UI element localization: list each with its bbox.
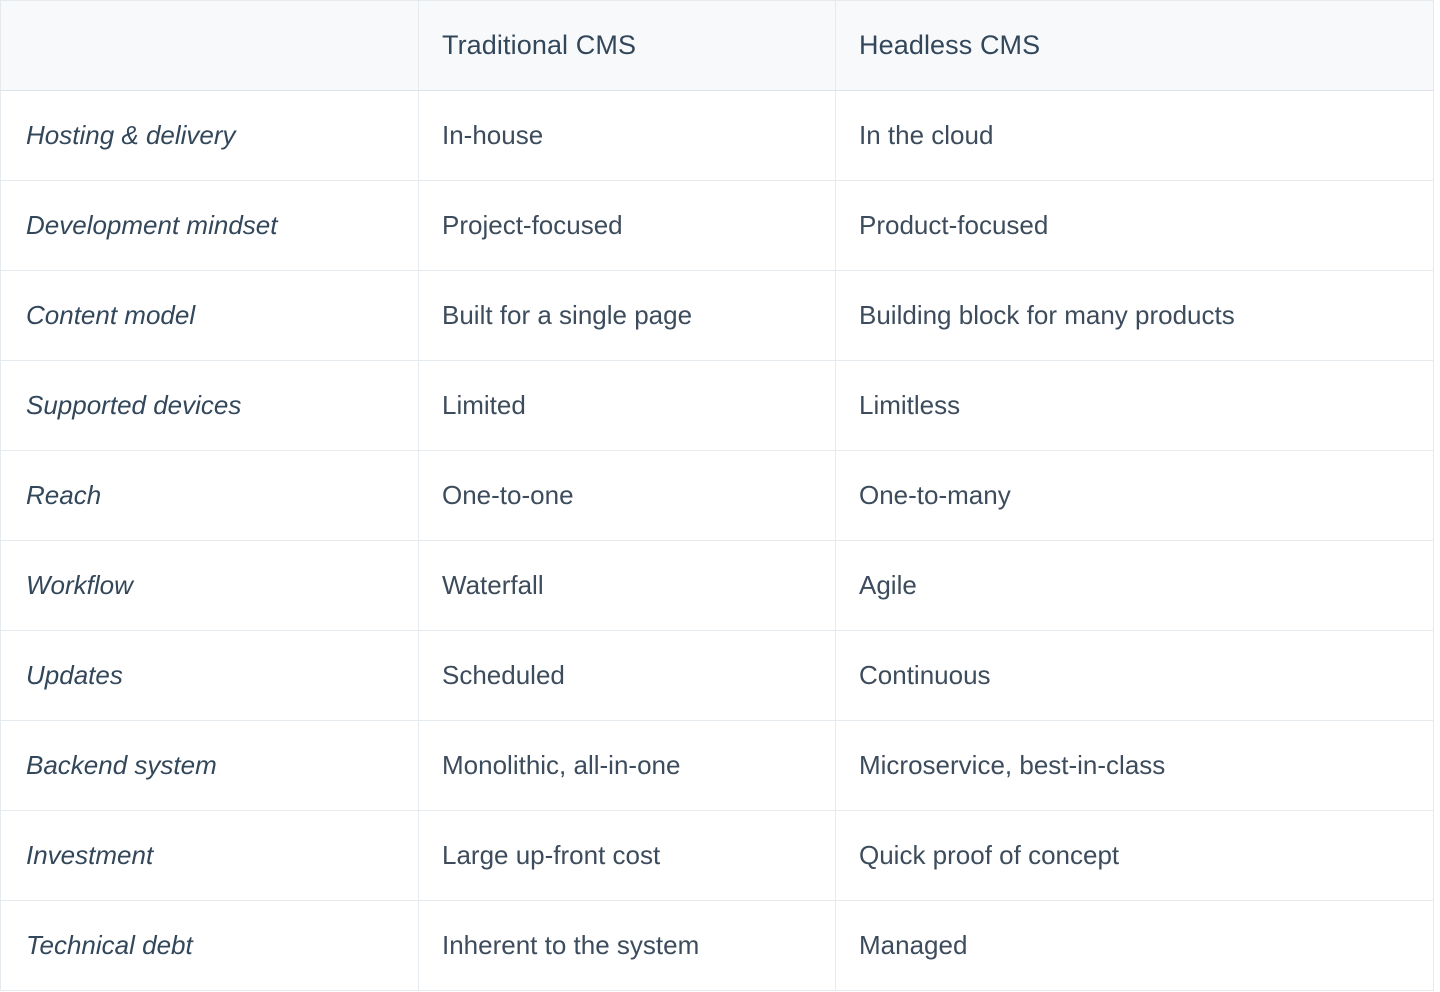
table-row: Reach One-to-one One-to-many (0, 450, 1434, 541)
traditional-cms-cell: Waterfall (418, 540, 836, 631)
feature-label-cell: Updates (0, 630, 419, 721)
traditional-cms-cell: Built for a single page (418, 270, 836, 361)
feature-label-cell: Development mindset (0, 180, 419, 271)
headless-cms-cell: Building block for many products (835, 270, 1434, 361)
traditional-cms-cell: Inherent to the system (418, 900, 836, 991)
headless-cms-cell: Quick proof of concept (835, 810, 1434, 901)
table-row: Hosting & delivery In-house In the cloud (0, 90, 1434, 181)
headless-cms-cell: Limitless (835, 360, 1434, 451)
feature-label-cell: Reach (0, 450, 419, 541)
feature-label-cell: Technical debt (0, 900, 419, 991)
headless-cms-cell: In the cloud (835, 90, 1434, 181)
feature-label-cell: Backend system (0, 720, 419, 811)
traditional-cms-cell: Project-focused (418, 180, 836, 271)
headless-cms-cell: Agile (835, 540, 1434, 631)
table-row: Updates Scheduled Continuous (0, 630, 1434, 721)
table-row: Investment Large up-front cost Quick pro… (0, 810, 1434, 901)
feature-label-cell: Supported devices (0, 360, 419, 451)
headless-cms-cell: Product-focused (835, 180, 1434, 271)
traditional-cms-cell: One-to-one (418, 450, 836, 541)
headless-cms-cell: Microservice, best-in-class (835, 720, 1434, 811)
table-row: Workflow Waterfall Agile (0, 540, 1434, 631)
table-header-row: Traditional CMS Headless CMS (0, 0, 1434, 91)
headless-cms-cell: One-to-many (835, 450, 1434, 541)
table-row: Technical debt Inherent to the system Ma… (0, 900, 1434, 991)
traditional-cms-cell: Monolithic, all-in-one (418, 720, 836, 811)
column-header-headless-cms: Headless CMS (835, 0, 1434, 91)
table-row: Content model Built for a single page Bu… (0, 270, 1434, 361)
table-row: Backend system Monolithic, all-in-one Mi… (0, 720, 1434, 811)
feature-label-cell: Investment (0, 810, 419, 901)
table-body: Hosting & delivery In-house In the cloud… (0, 90, 1434, 991)
column-header-feature (0, 0, 419, 91)
table-row: Development mindset Project-focused Prod… (0, 180, 1434, 271)
feature-label-cell: Workflow (0, 540, 419, 631)
feature-label-cell: Hosting & delivery (0, 90, 419, 181)
table-header: Traditional CMS Headless CMS (0, 0, 1434, 91)
headless-cms-cell: Continuous (835, 630, 1434, 721)
traditional-cms-cell: Scheduled (418, 630, 836, 721)
traditional-cms-cell: In-house (418, 90, 836, 181)
traditional-cms-cell: Limited (418, 360, 836, 451)
headless-cms-cell: Managed (835, 900, 1434, 991)
traditional-cms-cell: Large up-front cost (418, 810, 836, 901)
feature-label-cell: Content model (0, 270, 419, 361)
column-header-traditional-cms: Traditional CMS (418, 0, 836, 91)
table-row: Supported devices Limited Limitless (0, 360, 1434, 451)
